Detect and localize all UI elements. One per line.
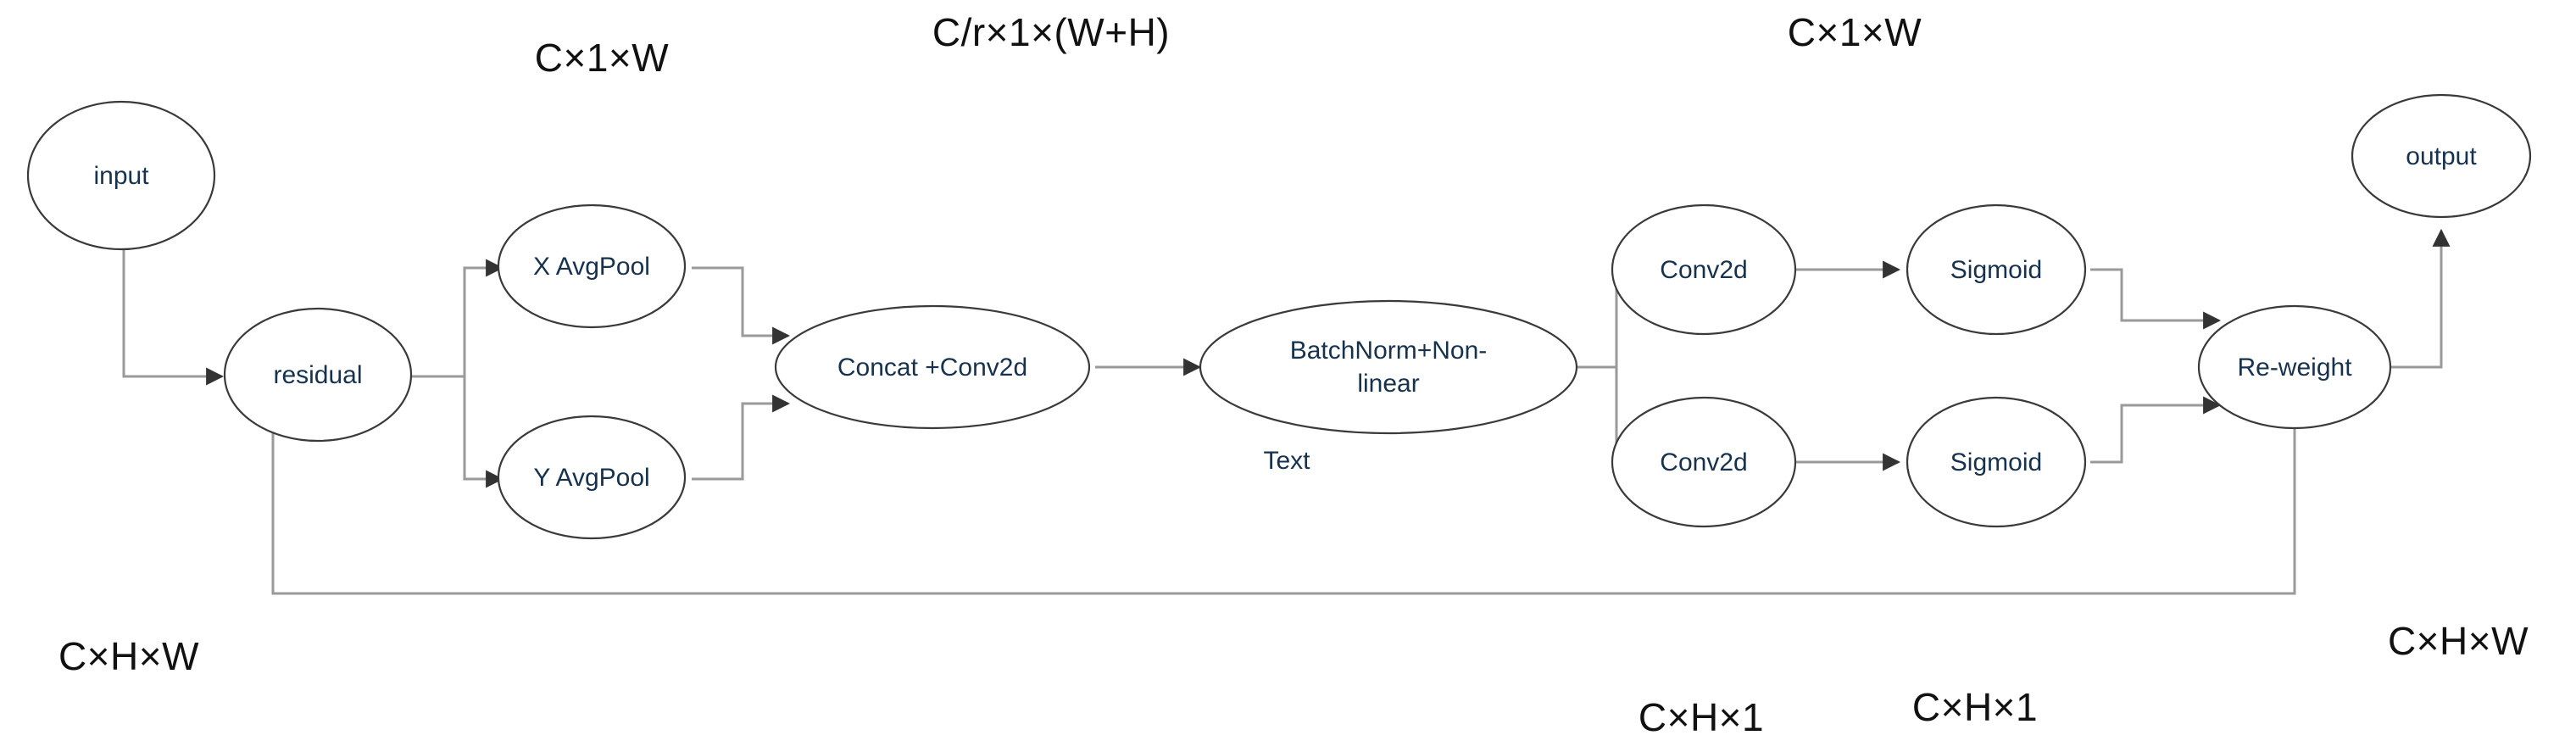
node-residual[interactable]: residual	[223, 307, 413, 443]
edge-residual-yavgpool	[463, 376, 504, 488]
sigmoid-top-label: Sigmoid	[1950, 256, 2042, 284]
node-concat-conv2d[interactable]: Concat +Conv2d	[774, 304, 1091, 430]
node-batchnorm-nonlinear[interactable]: BatchNorm+Non- linear	[1199, 299, 1578, 435]
node-x-avgpool[interactable]: X AvgPool	[497, 203, 687, 329]
node-output[interactable]: output	[2351, 93, 2532, 219]
sigmoid-bottom-ellipse[interactable]	[1906, 396, 2087, 528]
dimension-label-layer: C×1×W C/r×1×(W+H) C×1×W C×H×W C×H×1 C×H×…	[58, 10, 2529, 739]
dim-bottom-mid1-label: C×H×1	[1639, 695, 1764, 739]
concat-conv2d-ellipse[interactable]	[774, 304, 1091, 430]
edge-yavgpool-concat	[692, 394, 791, 481]
sigmoid-bottom-label: Sigmoid	[1950, 448, 2042, 476]
node-sigmoid-top[interactable]: Sigmoid	[1906, 203, 2087, 336]
input-ellipse[interactable]	[26, 100, 216, 251]
node-y-avgpool[interactable]: Y AvgPool	[497, 415, 687, 540]
conv2d-top-ellipse[interactable]	[1611, 203, 1797, 336]
x-avgpool-label: X AvgPool	[533, 253, 650, 281]
output-ellipse[interactable]	[2351, 93, 2532, 219]
conv2d-bottom-label: Conv2d	[1660, 448, 1747, 476]
conv2d-top-label: Conv2d	[1660, 256, 1747, 284]
conv2d-bottom-ellipse[interactable]	[1611, 396, 1797, 528]
residual-ellipse[interactable]	[223, 307, 413, 443]
aux-label-layer: Text	[1263, 447, 1310, 475]
output-label: output	[2406, 142, 2477, 170]
dim-bottom-left-label: C×H×W	[58, 634, 199, 678]
y-avgpool-label: Y AvgPool	[533, 464, 649, 492]
residual-label: residual	[273, 361, 362, 389]
y-avgpool-ellipse[interactable]	[497, 415, 687, 540]
edge-residual-skip-reweight	[271, 393, 2304, 595]
input-label: input	[93, 162, 149, 190]
dim-bottom-mid2-label: C×H×1	[1912, 685, 2038, 729]
edge-sigmoid-top-reweight	[2090, 268, 2222, 330]
batchnorm-nonlinear-label-line1: BatchNorm+Non-	[1290, 337, 1488, 365]
reweight-ellipse[interactable]	[2197, 304, 2392, 430]
node-layer: input residual X AvgPool Y AvgPool Conca…	[26, 93, 2532, 540]
sigmoid-top-ellipse[interactable]	[1906, 203, 2087, 336]
text-under-batchnorm-label: Text	[1263, 447, 1310, 475]
batchnorm-nonlinear-label-line2: linear	[1357, 370, 1419, 398]
node-sigmoid-bottom[interactable]: Sigmoid	[1906, 396, 2087, 528]
edge-reweight-output	[2369, 228, 2451, 369]
node-conv2d-top[interactable]: Conv2d	[1611, 203, 1797, 336]
dim-top-right-label: C×1×W	[1788, 10, 1922, 54]
concat-conv2d-label: Concat +Conv2d	[837, 354, 1027, 382]
node-conv2d-bottom[interactable]: Conv2d	[1611, 396, 1797, 528]
batchnorm-nonlinear-ellipse[interactable]	[1199, 299, 1578, 435]
edge-xavgpool-concat	[692, 266, 791, 345]
node-reweight[interactable]: Re-weight	[2197, 304, 2392, 430]
node-input[interactable]: input	[26, 100, 216, 251]
reweight-label: Re-weight	[2237, 354, 2352, 382]
dim-top-left-label: C×1×W	[535, 36, 670, 80]
edge-sigmoid-bot-reweight	[2090, 396, 2222, 464]
dim-bottom-right-label: C×H×W	[2388, 619, 2529, 663]
x-avgpool-ellipse[interactable]	[497, 203, 687, 329]
edge-residual-xavgpool	[463, 259, 504, 376]
dim-top-center-label: C/r×1×(W+H)	[932, 10, 1170, 54]
